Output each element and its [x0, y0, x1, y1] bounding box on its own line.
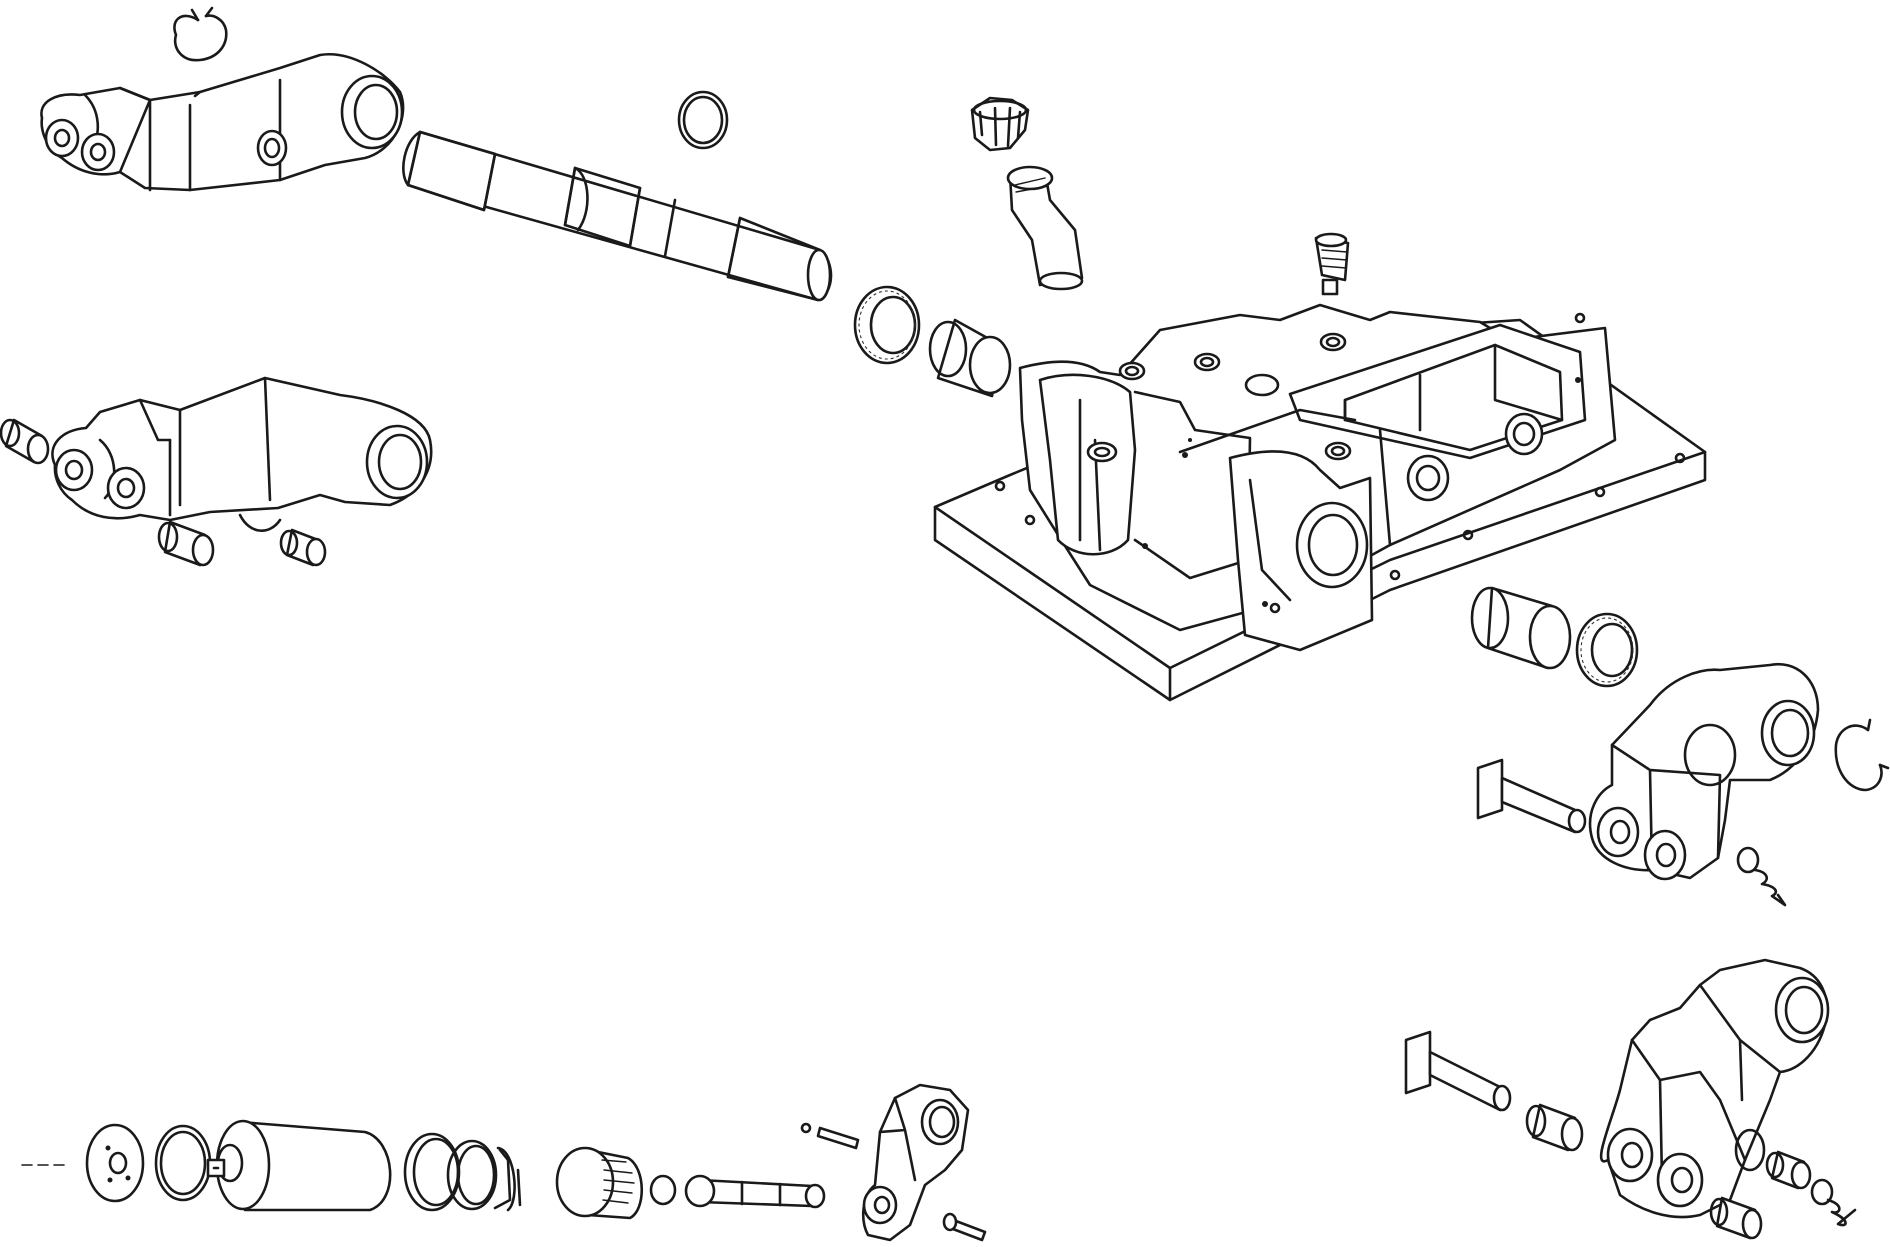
bush-right [1472, 588, 1570, 668]
breather-cap [972, 98, 1028, 150]
lift-arm-bottom-right [1601, 960, 1828, 1217]
circlip-top-left [174, 8, 226, 60]
clevis-pin-bottom [1406, 1032, 1510, 1110]
bush-upper [930, 320, 1010, 396]
bush-bottom-right-a [1527, 1105, 1582, 1150]
oil-seal-right [1577, 614, 1637, 686]
piston-ring-c [498, 1148, 520, 1210]
plunger-rod [686, 1176, 824, 1207]
spring-clip-bottom [1812, 1180, 1855, 1225]
piston-ring-a [405, 1134, 459, 1210]
spring-clip-right [1738, 848, 1785, 905]
o-ring-small [651, 1176, 675, 1204]
bush-bottom-right-b [1767, 1152, 1810, 1188]
bush-left-lower-a [159, 522, 213, 565]
lift-arm-middle-left [52, 378, 431, 531]
bush-bottom-right-c [1711, 1198, 1761, 1238]
plug-screw [1316, 234, 1348, 294]
valve-spool [557, 1148, 642, 1218]
bush-left-lower-b [281, 530, 325, 565]
lift-arm-upper-left [41, 54, 403, 190]
control-lever [863, 1085, 968, 1240]
end-plate [87, 1125, 143, 1201]
snap-ring-shaft [679, 92, 727, 148]
lift-cover-housing [935, 305, 1705, 700]
pin-small [802, 1124, 858, 1148]
piston-body [208, 1121, 390, 1210]
lift-arm-middle-right [1590, 664, 1818, 879]
o-ring-bottom-left [156, 1126, 210, 1200]
bush-small-left [1, 420, 48, 463]
elbow-tube [1008, 167, 1082, 289]
piston-ring-b [448, 1141, 510, 1209]
cross-shaft [403, 132, 831, 300]
circlip-right [1836, 720, 1888, 790]
clevis-pin-right [1478, 760, 1585, 832]
oil-seal-upper [855, 287, 919, 363]
screw-small [944, 1214, 985, 1240]
